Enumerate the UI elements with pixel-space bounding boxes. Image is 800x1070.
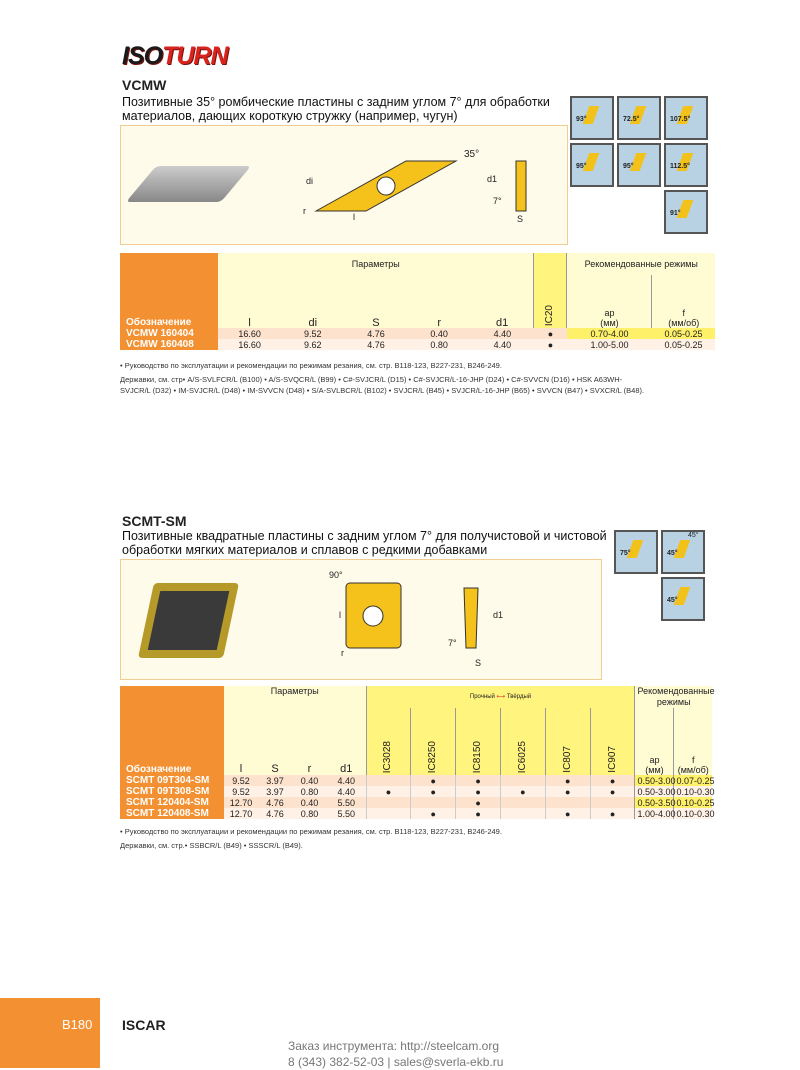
application-icon: 107.5° [664, 96, 708, 140]
application-icon: 112.5° [664, 143, 708, 187]
dim-l: l [353, 212, 355, 222]
grade-header: IC807 [561, 746, 573, 773]
group-rec: Рекомендованные режимы [634, 686, 715, 708]
section-description: Позитивные квадратные пластины с задним … [122, 529, 607, 557]
grade-header: IC907 [606, 746, 618, 773]
page-number-tab [0, 998, 100, 1068]
group-params: Параметры [224, 686, 367, 708]
grade-header: IC8250 [427, 740, 439, 773]
dim-clearance: 7° [448, 638, 457, 648]
section-description: Позитивные 35° ромбические пластины с за… [122, 95, 550, 123]
col-ap: ap(мм) [566, 275, 652, 328]
holders-note: Державки, см. стр• A/S-SVLFCR/L (B100) •… [120, 375, 645, 395]
grade-header: IC8150 [472, 740, 484, 773]
group-params: Параметры [218, 253, 534, 275]
dim-di: di [306, 176, 314, 186]
dim-s: S [517, 214, 524, 224]
section-title-vcmw: VCMW [122, 77, 167, 93]
dim-l: l [339, 610, 341, 620]
usage-note: • Руководство по эксплуатации и рекоменд… [120, 827, 502, 836]
insert-drawing [345, 582, 479, 649]
application-icon: 75° [614, 530, 658, 574]
col-r: r [292, 763, 327, 775]
col-r: r [407, 275, 471, 329]
col-s: S [344, 275, 408, 329]
application-angle: 45° [688, 532, 699, 539]
col-d1: d1 [470, 275, 534, 329]
col-l: l [224, 763, 258, 775]
usage-note: • Руководство по эксплуатации и рекоменд… [120, 361, 502, 370]
col-d1: d1 [327, 763, 367, 775]
dim-r: r [303, 206, 306, 216]
col-f: f(мм/об) [673, 708, 712, 775]
application-icon: 45° [661, 577, 705, 621]
col-designation: Обозначение [120, 253, 218, 328]
col-l: l [218, 275, 282, 329]
footer-brand: ISCAR [122, 1017, 166, 1033]
dim-s: S [475, 658, 482, 668]
application-icon: 93° [570, 96, 614, 140]
grade-header: IC6025 [516, 740, 528, 773]
section-title-scmt: SCMT-SM [122, 513, 187, 529]
grade-header: IC20 [544, 304, 556, 326]
dim-d1: d1 [493, 610, 504, 620]
group-rec: Рекомендованные режимы [566, 253, 715, 275]
col-f: f(мм/об) [651, 275, 715, 328]
angle-label: 35° [464, 149, 480, 160]
application-icon: 91° [664, 190, 708, 234]
page-number: B180 [62, 1017, 93, 1032]
col-s: S [258, 763, 292, 775]
dim-d1: d1 [487, 174, 498, 184]
isoturn-logo: ISOTURN [122, 42, 229, 70]
application-icon: 72.5° [617, 96, 661, 140]
application-icon: 95° [570, 143, 614, 187]
dim-clearance: 7° [493, 196, 502, 206]
application-icon: 95° [617, 143, 661, 187]
holders-note: Державки, см. стр.• SSBCR/L (B49) • SSSC… [120, 841, 303, 850]
toughness-scale: Прочный ⟷ Твёрдый [365, 686, 635, 708]
insert-photo [125, 166, 252, 202]
drawing-panel: 35° di l r d1 7° S [120, 125, 568, 245]
insert-drawing [314, 160, 527, 212]
col-ap: ap(мм) [634, 708, 674, 775]
col-designation: Обозначение [120, 686, 224, 775]
insert-photo [138, 583, 239, 658]
drawing-panel: 90° l r d1 7° S [120, 559, 602, 680]
col-di: di [281, 275, 345, 329]
angle-label: 90° [329, 570, 343, 580]
grade-header: IC3028 [382, 740, 394, 773]
dim-r: r [341, 648, 344, 658]
application-icon: 45° [661, 530, 705, 574]
